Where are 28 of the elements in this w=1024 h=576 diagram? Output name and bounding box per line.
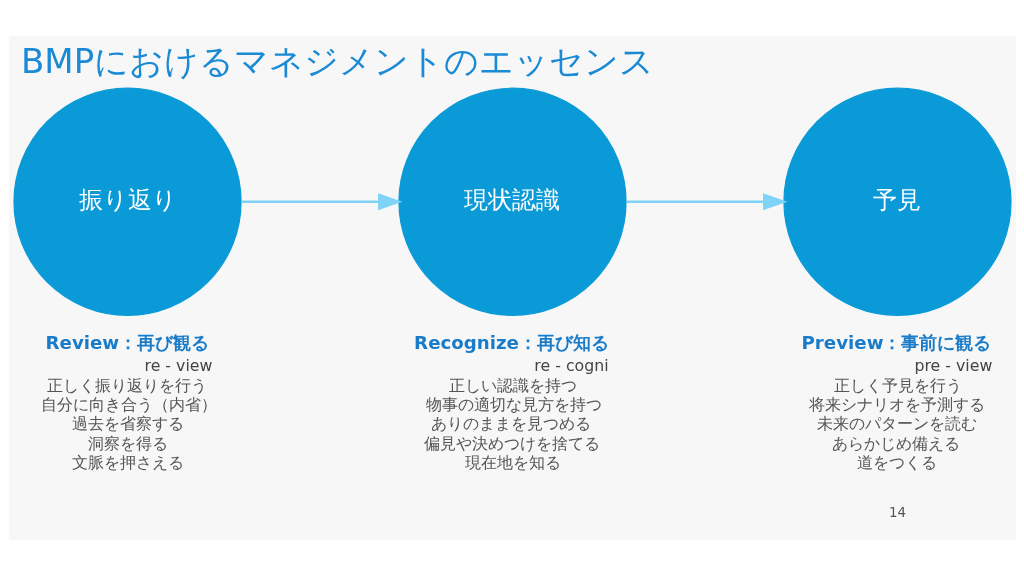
arrow	[625, 193, 787, 211]
node-label: 将来シナリオを予測する	[808, 394, 985, 414]
diagram-title: BMPにおけるマネジメントのエッセンス	[20, 40, 654, 81]
node-label: Recognize：再び知る	[413, 331, 609, 353]
node-label: 偏見や決めつけを捨てる	[423, 433, 600, 453]
node-label: あらかじめ備える	[832, 433, 961, 453]
node-circle: 現状認識	[397, 87, 627, 316]
node-label: 正しく予見を行う	[833, 375, 962, 395]
node-label: 道をつくる	[856, 453, 937, 473]
node-label: Preview：事前に観る	[801, 331, 991, 353]
node-label: 未来のパターンを読む	[816, 414, 977, 434]
node-label: re - view	[144, 356, 212, 376]
node-label: 正しく振り返りを行う	[46, 375, 207, 395]
node-label: pre - view	[913, 356, 992, 376]
node-label: ありのままを見つめる	[430, 414, 591, 434]
node-label: 洞察を得る	[87, 433, 168, 453]
node-label: 文脈を押さえる	[71, 453, 184, 473]
node-label: 過去を省察する	[71, 414, 184, 434]
arrow	[240, 193, 402, 211]
node-label: 正しい認識を持つ	[448, 375, 577, 395]
node-label: 物事の適切な見方を持つ	[425, 394, 602, 414]
node-circle: 振り返り	[12, 87, 242, 316]
node-label: 自分に向き合う（内省）	[40, 394, 217, 414]
node-label: re - cogni	[533, 356, 609, 376]
node-label: Review：再び観る	[45, 331, 209, 353]
label: 14	[888, 504, 906, 520]
node-circle: 予見	[782, 87, 1012, 316]
node-label: 現在地を知る	[464, 453, 561, 473]
